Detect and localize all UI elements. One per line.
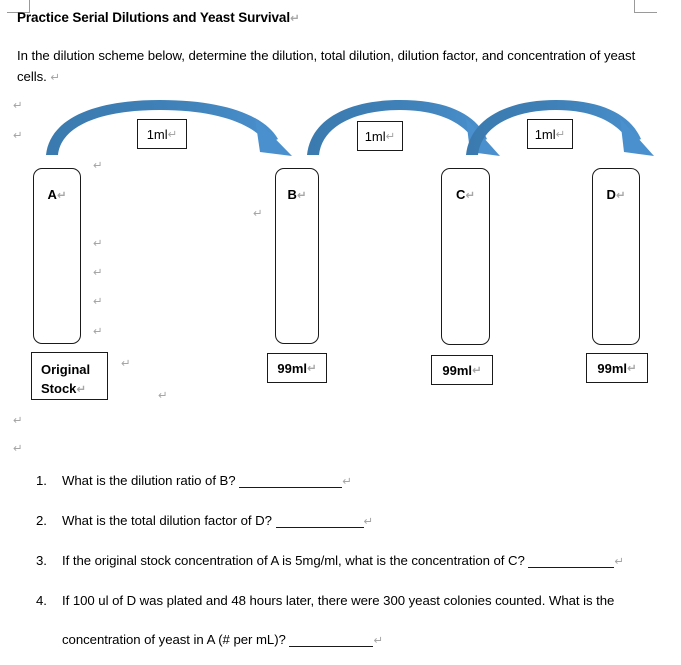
pilcrow-mark: ↵ — [93, 294, 103, 308]
margin-corner-top-right — [634, 0, 657, 13]
question-number: 4. — [36, 593, 47, 608]
question-number: 2. — [36, 513, 47, 528]
transfer-arrows-group — [46, 100, 654, 156]
pilcrow-mark: ↵ — [627, 361, 637, 375]
pilcrow-mark: ↵ — [253, 206, 263, 220]
test-tube-a: A↵ — [33, 168, 81, 344]
test-tube-c: C↵ — [441, 168, 490, 345]
arrow-c-to-d — [466, 100, 654, 156]
intro-paragraph: In the dilution scheme below, determine … — [17, 45, 647, 88]
tube-letter: B — [287, 187, 297, 202]
tube-a-contents-label: Original Stock — [41, 362, 91, 396]
pilcrow-mark: ↵ — [373, 633, 384, 647]
question-text: What is the dilution ratio of B? ↵ — [62, 470, 667, 492]
question-1-prompt: What is the dilution ratio of B? — [62, 473, 236, 488]
question-item-2: 2. What is the total dilution factor of … — [17, 510, 667, 532]
pilcrow-mark: ↵ — [50, 70, 60, 84]
pilcrow-mark: ↵ — [93, 158, 103, 172]
question-text: What is the total dilution factor of D? … — [62, 510, 667, 532]
question-list: 1. What is the dilution ratio of B? ↵ 2.… — [17, 470, 667, 651]
tube-c-contents-box: 99ml↵ — [431, 355, 493, 385]
tube-letter: D — [606, 187, 616, 202]
pilcrow-mark: ↵ — [76, 382, 87, 396]
pilcrow-mark: ↵ — [472, 363, 482, 377]
tube-a-contents-box: Original Stock↵ — [31, 352, 108, 400]
transfer-volume-box-c-d: 1ml↵ — [527, 119, 573, 149]
pilcrow-mark: ↵ — [167, 127, 178, 141]
intro-text: In the dilution scheme below, determine … — [17, 48, 636, 84]
margin-corner-top-left — [7, 0, 30, 13]
test-tube-b-label: B↵ — [276, 187, 318, 202]
question-4-prompt-line1: If 100 ul of D was plated and 48 hours l… — [62, 593, 615, 608]
answer-blank-4[interactable] — [289, 646, 374, 647]
question-4-line2-wrap: concentration of yeast in A (# per mL)? … — [62, 629, 667, 651]
transfer-volume-box-b-c: 1ml↵ — [357, 121, 403, 151]
pilcrow-mark: ↵ — [158, 388, 168, 402]
transfer-volume-box-a-b: 1ml↵ — [137, 119, 187, 149]
pilcrow-mark: ↵ — [614, 554, 625, 568]
question-text: If the original stock concentration of A… — [62, 550, 667, 572]
question-item-3: 3. If the original stock concentration o… — [17, 550, 667, 572]
question-number: 1. — [36, 473, 47, 488]
question-text: If 100 ul of D was plated and 48 hours l… — [62, 590, 667, 651]
tube-d-contents-box: 99ml↵ — [586, 353, 648, 383]
test-tube-a-label: A↵ — [34, 187, 80, 202]
pilcrow-mark: ↵ — [615, 188, 626, 202]
pilcrow-mark: ↵ — [307, 361, 317, 375]
tube-letter: C — [455, 187, 466, 202]
pilcrow-mark: ↵ — [93, 265, 103, 279]
test-tube-d-label: D↵ — [593, 187, 639, 202]
question-2-prompt: What is the total dilution factor of D? — [62, 513, 272, 528]
page-title-text: Practice Serial Dilutions and Yeast Surv… — [17, 10, 290, 25]
pilcrow-mark: ↵ — [121, 356, 131, 370]
pilcrow-mark: ↵ — [13, 413, 23, 427]
pilcrow-mark: ↵ — [93, 324, 103, 338]
test-tube-d: D↵ — [592, 168, 640, 345]
tube-b-contents-label: 99ml — [277, 360, 307, 376]
answer-blank-1[interactable] — [239, 487, 343, 488]
arrow-a-to-b — [46, 100, 292, 156]
pilcrow-mark: ↵ — [289, 11, 300, 25]
transfer-volume-label: 1ml — [534, 126, 556, 142]
answer-blank-3[interactable] — [528, 567, 615, 568]
tube-letter: A — [47, 187, 57, 202]
transfer-volume-label: 1ml — [364, 128, 386, 144]
question-item-4: 4. If 100 ul of D was plated and 48 hour… — [17, 590, 667, 651]
tube-c-contents-label: 99ml — [442, 362, 472, 378]
answer-blank-2[interactable] — [275, 527, 364, 528]
pilcrow-mark: ↵ — [363, 514, 374, 528]
pilcrow-mark: ↵ — [296, 188, 307, 202]
tube-d-contents-label: 99ml — [597, 360, 627, 376]
tube-b-contents-box: 99ml↵ — [267, 353, 327, 383]
question-4-prompt-line2: concentration of yeast in A (# per mL)? — [62, 632, 286, 647]
pilcrow-mark: ↵ — [385, 129, 396, 143]
pilcrow-mark: ↵ — [56, 188, 67, 202]
pilcrow-mark: ↵ — [93, 236, 103, 250]
question-3-prompt: If the original stock concentration of A… — [62, 553, 525, 568]
pilcrow-mark: ↵ — [342, 474, 352, 488]
question-item-1: 1. What is the dilution ratio of B? ↵ — [17, 470, 667, 492]
serial-dilution-diagram: 1ml↵ 1ml↵ 1ml↵ A↵ B↵ C↵ D↵ Original Stoc… — [31, 100, 654, 400]
test-tube-b: B↵ — [275, 168, 319, 344]
pilcrow-mark: ↵ — [13, 128, 23, 142]
test-tube-c-label: C↵ — [442, 187, 489, 202]
pilcrow-mark: ↵ — [13, 441, 23, 455]
page-title: Practice Serial Dilutions and Yeast Surv… — [17, 10, 300, 25]
pilcrow-mark: ↵ — [555, 127, 566, 141]
question-number: 3. — [36, 553, 47, 568]
pilcrow-mark: ↵ — [465, 188, 476, 202]
transfer-volume-label: 1ml — [146, 126, 168, 142]
pilcrow-mark: ↵ — [13, 98, 23, 112]
